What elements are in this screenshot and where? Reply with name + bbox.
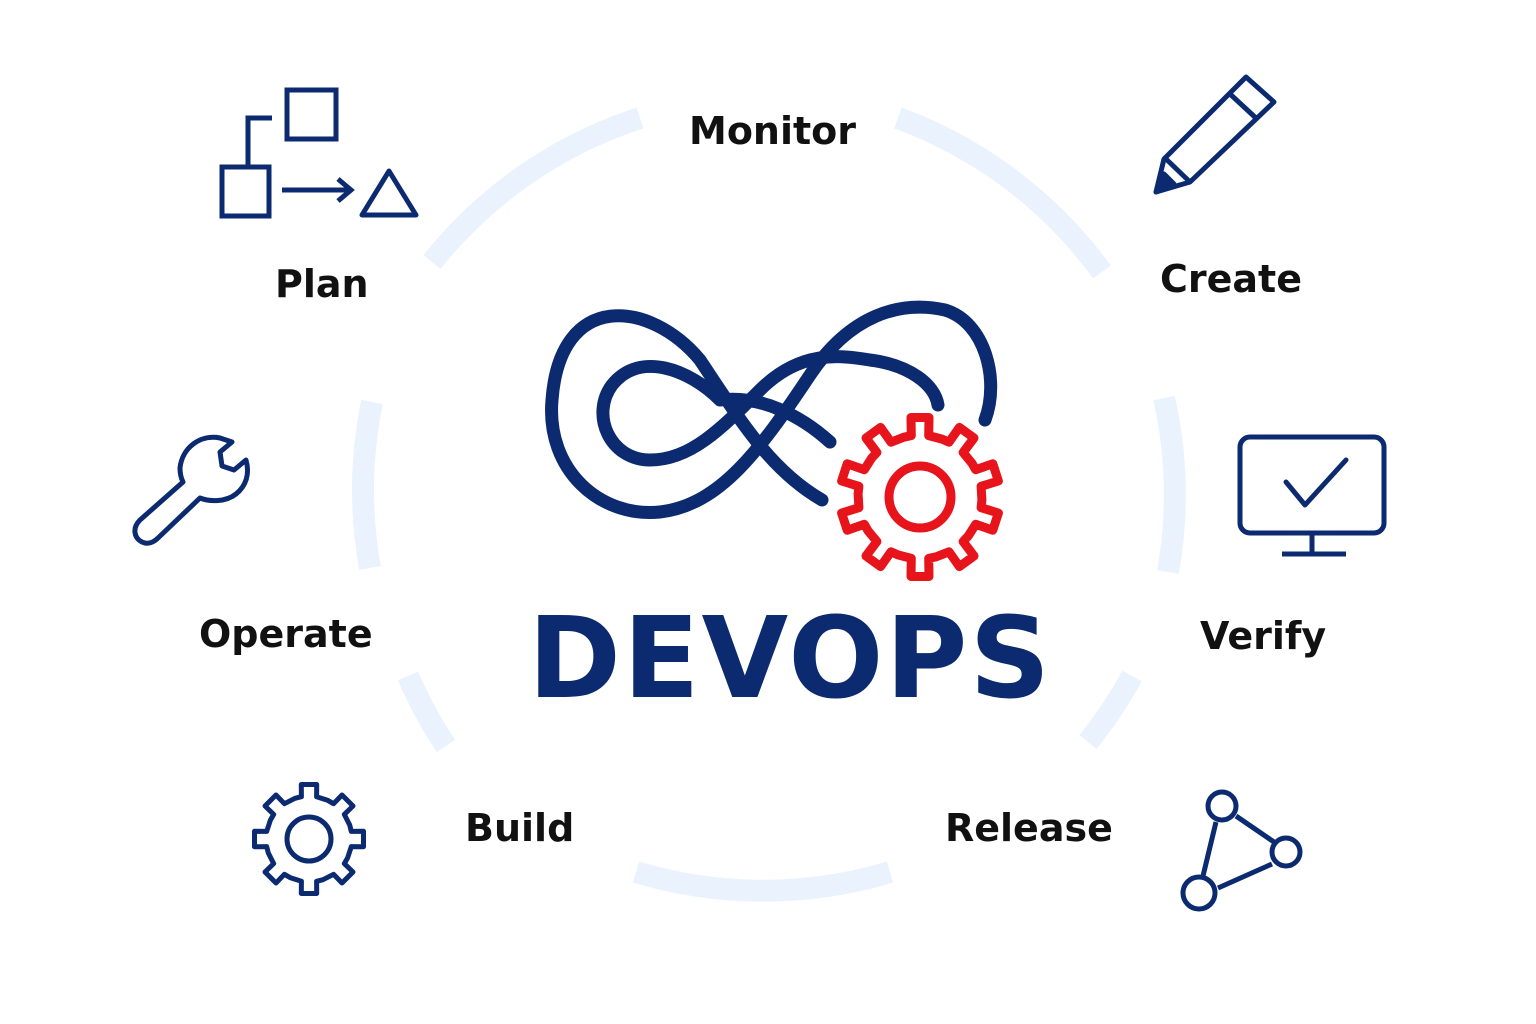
ring-segment-top-right: [894, 107, 1111, 279]
wrench-icon: [132, 434, 251, 546]
monitor-check-icon: [1237, 434, 1387, 557]
phase-label-monitor: Monitor: [689, 109, 857, 153]
red-gear-icon: [837, 413, 1003, 581]
phase-label-verify: Verify: [1200, 614, 1327, 658]
phase-label-release: Release: [945, 806, 1113, 850]
devops-title: DEVOPS: [528, 594, 1053, 724]
infinity-loop-icon: [545, 300, 998, 519]
ring-segment-top-left: [423, 107, 644, 269]
phase-label-create: Create: [1160, 257, 1302, 301]
ring-segment-bottom-right: [1079, 670, 1142, 749]
phase-label-plan: Plan: [275, 262, 369, 306]
network-nodes-icon: [1180, 789, 1303, 912]
phase-label-operate: Operate: [199, 612, 373, 656]
ring-segment-bottom: [632, 861, 894, 902]
ring-segment-left: [352, 399, 383, 570]
phase-label-build: Build: [465, 806, 575, 850]
background-ring: [352, 107, 1186, 902]
flowchart-icon: [219, 87, 419, 219]
ring-segment-bottom-left: [397, 671, 456, 753]
gear-icon: [252, 782, 366, 896]
ring-segment-right: [1153, 395, 1186, 574]
pencil-icon: [1153, 74, 1277, 195]
